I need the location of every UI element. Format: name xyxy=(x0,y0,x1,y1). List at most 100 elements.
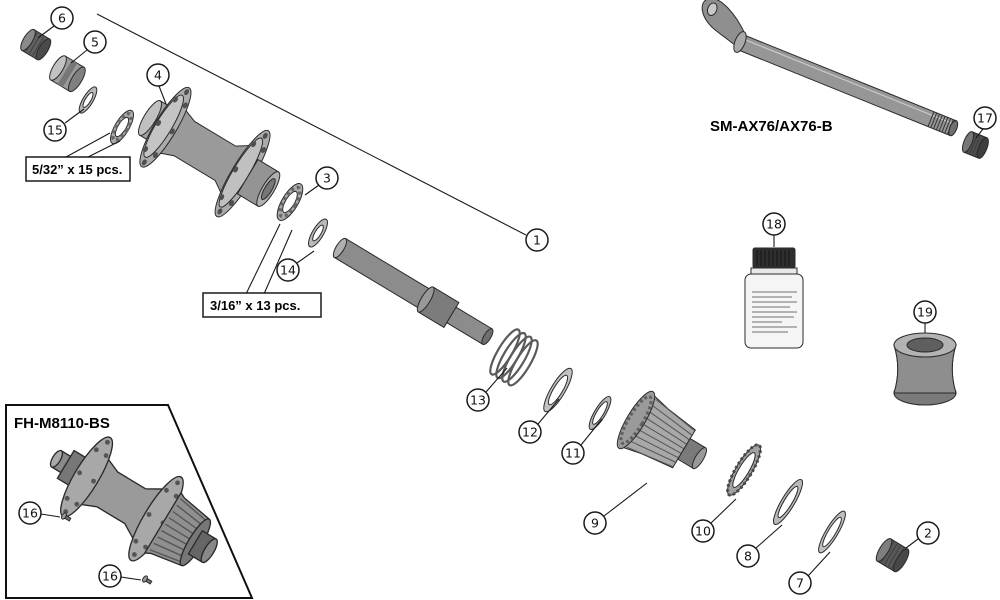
callout-18-number: 18 xyxy=(766,216,782,231)
callout-5: 5 xyxy=(83,30,107,54)
end-cap-right xyxy=(875,538,910,573)
callout-7-number: 7 xyxy=(796,575,804,590)
leader-1 xyxy=(96,13,527,236)
end-cap-left xyxy=(20,28,52,61)
callout-1: 1 xyxy=(525,228,549,252)
callout-16-upper: 16 xyxy=(18,501,42,525)
callout-3-number: 3 xyxy=(323,170,331,185)
callout-13: 13 xyxy=(466,388,490,412)
coil-spring xyxy=(489,328,539,387)
leader-4 xyxy=(158,85,167,105)
callout-12-number: 12 xyxy=(522,424,538,439)
ball-retainer-large xyxy=(276,183,304,221)
leader-balls-large-b xyxy=(263,229,293,295)
leader-17 xyxy=(975,128,984,139)
callout-8: 8 xyxy=(736,544,760,568)
leader-balls-large-a xyxy=(245,223,281,295)
callout-2: 2 xyxy=(916,521,940,545)
spacer-tool xyxy=(893,332,957,406)
seal-ring-7 xyxy=(818,510,846,554)
hub-shell xyxy=(137,86,281,218)
annotation-bearing-small-text: 5/32” x 15 pcs. xyxy=(32,162,122,177)
ball-retainer-small xyxy=(110,109,134,145)
leader-15 xyxy=(64,108,85,124)
leader-12 xyxy=(537,398,560,425)
lockring xyxy=(726,443,762,497)
flange-screw-lower xyxy=(142,575,153,585)
assembled-hub xyxy=(49,436,218,567)
leader-14 xyxy=(296,250,315,264)
leader-16a xyxy=(40,513,61,518)
callouts: 6 5 4 15 3 1 14 17 18 19 13 12 11 9 10 8… xyxy=(18,6,997,595)
leader-balls-small-b xyxy=(87,140,121,158)
leader-3 xyxy=(304,184,320,196)
seal-ring-8 xyxy=(772,478,804,526)
leader-6 xyxy=(37,25,55,39)
cone-left xyxy=(49,55,86,93)
assembled-spoke-holes-left xyxy=(63,439,110,515)
callout-14-number: 14 xyxy=(280,262,296,277)
grease-tube-label xyxy=(752,291,797,333)
callout-4-number: 4 xyxy=(154,67,162,82)
snap-ring xyxy=(588,395,612,431)
spoke-holes-left xyxy=(141,89,190,166)
annotation-bearing-large: 3/16” x 13 pcs. xyxy=(202,292,322,318)
hub-inset-box xyxy=(5,404,254,599)
callout-11: 11 xyxy=(561,441,585,465)
callout-16-lower: 16 xyxy=(98,564,122,588)
callout-7: 7 xyxy=(788,571,812,595)
callout-18: 18 xyxy=(762,212,786,236)
leader-8 xyxy=(755,524,783,549)
washer-left xyxy=(78,86,98,114)
callout-16-upper-number: 16 xyxy=(22,505,38,520)
callout-15-number: 15 xyxy=(47,122,63,137)
leader-9 xyxy=(603,482,648,517)
freehub-body xyxy=(616,390,707,470)
washer-right xyxy=(308,218,328,248)
callout-17: 17 xyxy=(973,106,997,130)
leader-10 xyxy=(710,498,737,524)
callout-10-number: 10 xyxy=(695,523,711,538)
callout-16-lower-number: 16 xyxy=(102,568,118,583)
leader-7 xyxy=(807,551,831,577)
callout-8-number: 8 xyxy=(744,548,752,563)
callout-3: 3 xyxy=(315,166,339,190)
callout-10: 10 xyxy=(691,519,715,543)
callout-4: 4 xyxy=(146,63,170,87)
callout-9: 9 xyxy=(583,511,607,535)
leader-2 xyxy=(905,538,919,549)
callout-13-number: 13 xyxy=(470,392,486,407)
grease-tube xyxy=(744,247,804,349)
leader-5 xyxy=(70,49,88,64)
callout-12: 12 xyxy=(518,420,542,444)
leader-balls-small-a xyxy=(65,132,111,158)
leader-13 xyxy=(485,367,508,393)
callout-5-number: 5 xyxy=(91,34,99,49)
annotation-bearing-large-text: 3/16” x 13 pcs. xyxy=(210,298,300,313)
callout-15: 15 xyxy=(43,118,67,142)
leader-11 xyxy=(580,418,603,446)
spoke-holes-right xyxy=(217,132,268,215)
hub-model-label: FH-M8110-BS xyxy=(14,415,110,432)
callout-6: 6 xyxy=(50,6,74,30)
axle-nut xyxy=(961,131,989,159)
callout-1-number: 1 xyxy=(533,232,541,247)
seal-ring-12 xyxy=(543,367,573,413)
callout-9-number: 9 xyxy=(591,515,599,530)
leader-16b xyxy=(120,576,142,581)
axle-model-label: SM-AX76/AX76-B xyxy=(710,118,833,135)
callout-14: 14 xyxy=(276,258,300,282)
thru-axle xyxy=(701,0,959,137)
annotation-bearing-small: 5/32” x 15 pcs. xyxy=(25,156,131,182)
callout-19: 19 xyxy=(913,300,937,324)
lever-hole xyxy=(706,2,718,16)
callout-17-number: 17 xyxy=(977,110,993,125)
callout-19-number: 19 xyxy=(917,304,933,319)
flange-screw-upper xyxy=(61,512,72,522)
axle-threads xyxy=(927,111,954,135)
freehub-splines xyxy=(626,398,696,468)
callout-11-number: 11 xyxy=(565,445,581,460)
callout-6-number: 6 xyxy=(58,10,66,25)
